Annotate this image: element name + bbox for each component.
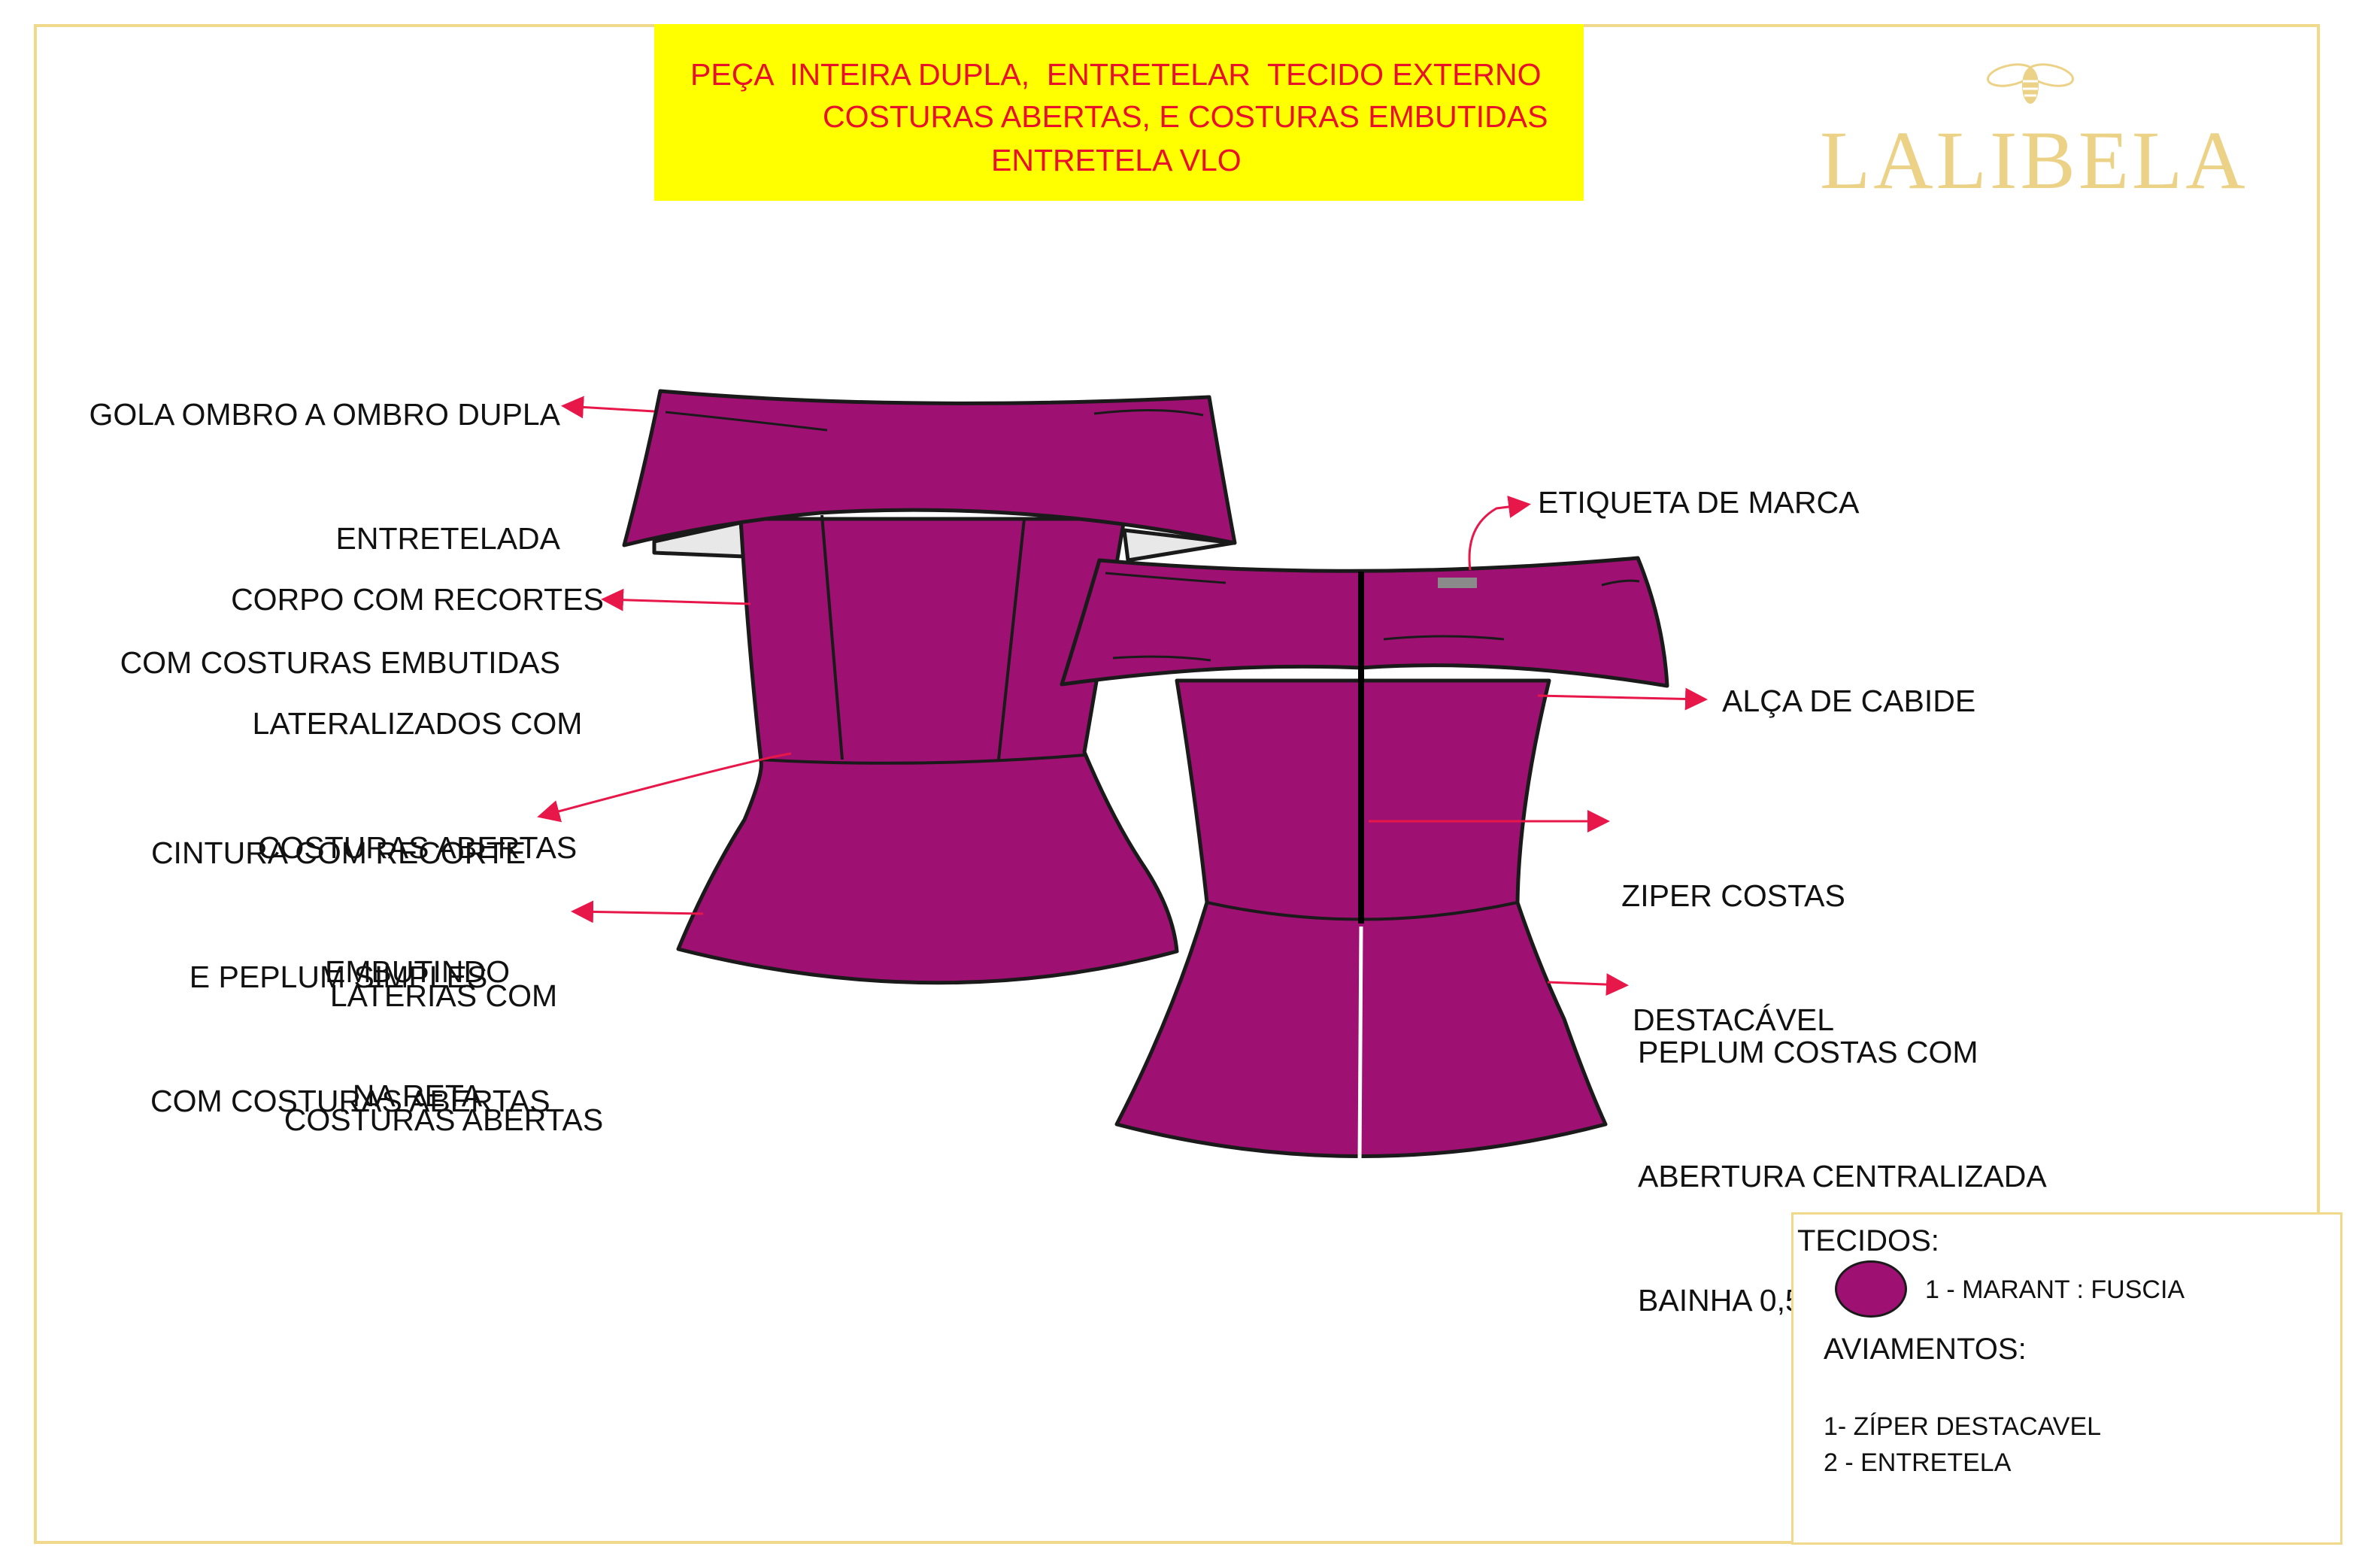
label-collar: GOLA OMBRO A OMBRO DUPLA ENTRETELADA COM…	[75, 311, 560, 766]
fabric-swatch	[1835, 1260, 1907, 1318]
brand-tag-mark	[1438, 578, 1477, 588]
brand-logo-text: LALIBELA	[1820, 114, 2248, 206]
callout-arrows	[537, 396, 1708, 996]
legend-trim-item-1: 1- ZÍPER DESTACAVEL	[1824, 1412, 2102, 1441]
label-zipper: ZIPER COSTAS DESTACÁVEL	[1609, 793, 1857, 1124]
legend-fabric-item: 1 - MARANT : FUSCIA	[1925, 1275, 2185, 1304]
label-hanger-loop: ALÇA DE CABIDE	[1722, 684, 1976, 718]
banner-line-2: COSTURAS ABERTAS, E COSTURAS EMBUTIDAS	[823, 99, 1548, 134]
front-view	[622, 389, 1237, 985]
label-collar-line-3: COM COSTURAS EMBUTIDAS	[120, 645, 560, 680]
legend-trim-item-2: 2 - ENTRETELA	[1824, 1448, 2012, 1477]
label-body-line-3: COSTURAS ABERTAS	[257, 830, 578, 865]
back-view	[1060, 556, 1669, 1163]
label-collar-line-2: ENTRETELADA	[335, 521, 560, 556]
label-sides-line-1: LATERIAS COM	[329, 978, 558, 1013]
label-sides: LATERIAS COM COSTURAS ABERTAS	[278, 893, 609, 1224]
banner-line-3: ENTRETELA VLO	[991, 143, 1242, 177]
legend-fabrics-title: TECIDOS:	[1797, 1224, 1939, 1257]
label-body-line-5: NA RETA	[352, 1078, 483, 1113]
label-sides-line-2: COSTURAS ABERTAS	[284, 1102, 604, 1137]
label-peplum-line-1: PEPLUM COSTAS COM	[1638, 1035, 1978, 1069]
label-body-line-1: CORPO COM RECORTES	[231, 582, 604, 617]
label-brand-tag: ETIQUETA DE MARCA	[1538, 485, 1860, 520]
label-body-line-2: LATERALIZADOS COM	[252, 706, 583, 741]
banner-line-1: PEÇA INTEIRA DUPLA, ENTRETELAR TECIDO EX…	[690, 57, 1542, 92]
label-waist-line-1: CINTURA COM RECORTE	[150, 836, 526, 870]
label-collar-line-1: GOLA OMBRO A OMBRO DUPLA	[89, 397, 560, 432]
label-zipper-line-1: ZIPER COSTAS	[1621, 878, 1845, 913]
label-waist-line-2: E PEPLUM SIMPLES	[189, 960, 488, 994]
label-body-line-4: EMBUTINDO	[325, 954, 510, 989]
instruction-banner	[654, 24, 1584, 201]
legend-trims-title: AVIAMENTOS:	[1824, 1333, 2027, 1366]
label-body: CORPO COM RECORTES LATERALIZADOS COM COS…	[226, 496, 609, 1200]
bee-icon	[1987, 63, 2074, 104]
label-peplum-line-2: ABERTURA CENTRALIZADA	[1638, 1159, 2047, 1193]
label-zipper-line-2: DESTACÁVEL	[1632, 1002, 1835, 1037]
